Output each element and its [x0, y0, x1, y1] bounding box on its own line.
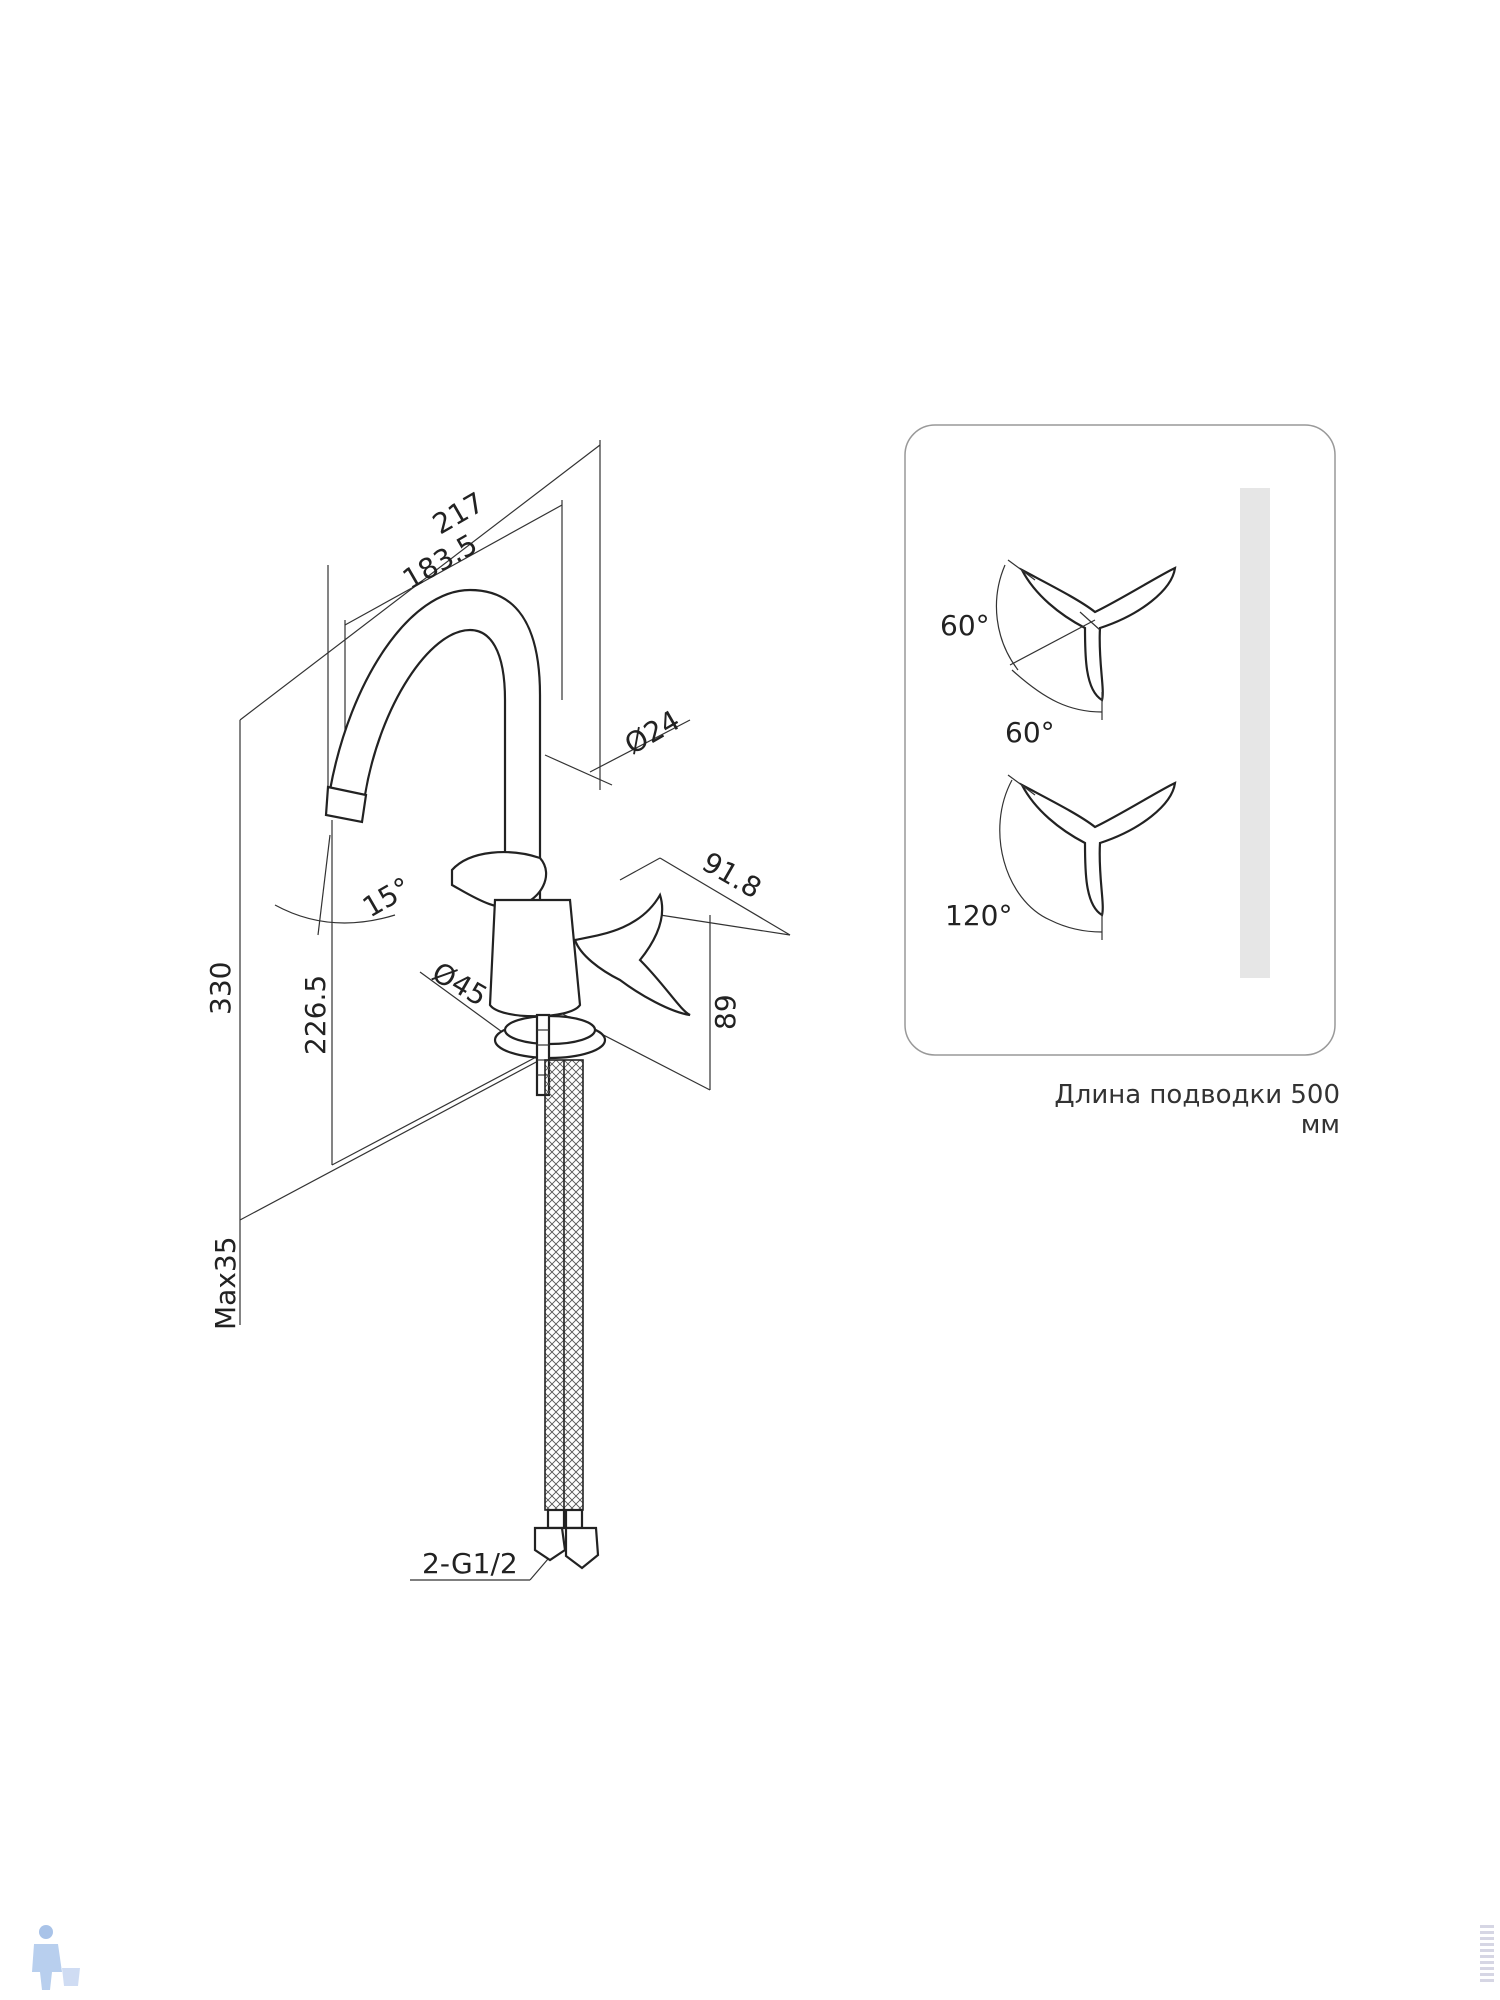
dim-thread: 2-G1/2 [422, 1547, 518, 1580]
dim-183-5: 183.5 [397, 527, 483, 596]
hose [533, 1059, 600, 1570]
inset-panel [904, 424, 1336, 1056]
dim-91-8: 91.8 [697, 845, 767, 905]
dim-angle-15: 15° [357, 871, 416, 924]
faucet-body [324, 588, 691, 1097]
dim-226-5: 226.5 [299, 975, 332, 1055]
plumber-logo [32, 1925, 80, 1990]
angle-top-b: 60° [1005, 716, 1055, 749]
angle-bottom: 120° [945, 899, 1012, 932]
handle-top-drawing [995, 559, 1177, 720]
dim-diameter-24: Ø24 [619, 704, 685, 761]
hose-length-note: Длина подводки 500 мм [1054, 1080, 1340, 1140]
dimension-lines [239, 440, 791, 1581]
vertical-watermark [1480, 1925, 1494, 1985]
dim-89: 89 [709, 994, 742, 1030]
dim-diameter-45: Ø45 [427, 955, 493, 1012]
angle-top-a: 60° [940, 609, 990, 642]
handle-bottom-drawing [999, 774, 1177, 940]
dim-330: 330 [204, 962, 237, 1015]
dim-max35: Max35 [209, 1236, 242, 1330]
